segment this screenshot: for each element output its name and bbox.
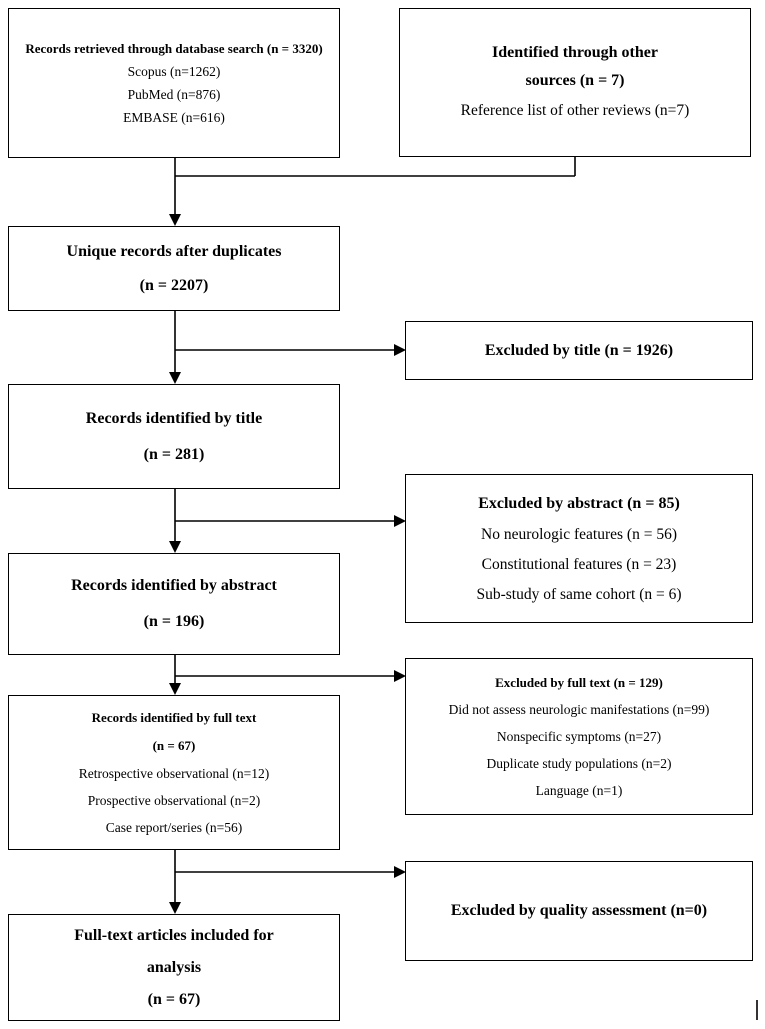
included-count: (n = 67) [147,990,201,1008]
identified-abstract-title: Records identified by abstract [71,577,277,594]
source-item-embase: EMBASE (n=616) [123,109,225,125]
unique-records-box: Unique records after duplicates (n = 220… [8,226,340,311]
source-item-scopus: Scopus (n=1262) [127,63,221,79]
excluded-quality-text: Excluded by quality assessment (n=0) [450,902,708,919]
arrowhead-to-excluded-quality [394,866,406,878]
identified-fulltext-title: Records identified by full text [91,710,257,725]
excluded-fulltext-item-2: Nonspecific symptoms (n=27) [496,729,662,744]
arrowhead-to-identified-title [169,372,181,384]
identified-fulltext-item-3: Case report/series (n=56) [105,820,243,835]
identified-fulltext-box: Records identified by full text (n = 67)… [8,695,340,850]
included-box: Full-text articles included for analysis… [8,914,340,1021]
unique-records-title: Unique records after duplicates [66,242,282,260]
identified-title-box: Records identified by title (n = 281) [8,384,340,489]
source-item-pubmed: PubMed (n=876) [127,86,221,102]
other-sources-item: Reference list of other reviews (n=7) [460,102,690,119]
included-title-line2: analysis [146,958,202,976]
excluded-abstract-item-2: Constitutional features (n = 23) [481,555,677,573]
excluded-title-text: Excluded by title (n = 1926) [484,341,674,359]
excluded-fulltext-box: Excluded by full text (n = 129) Did not … [405,658,753,815]
arrowhead-to-identified-abstract [169,541,181,553]
identified-fulltext-item-1: Retrospective observational (n=12) [78,766,270,781]
unique-records-count: (n = 2207) [139,276,209,294]
excluded-fulltext-title: Excluded by full text (n = 129) [495,675,663,690]
arrowhead-to-excluded-title [394,344,406,356]
included-title-line1: Full-text articles included for [74,926,274,944]
arrowhead-to-included [169,902,181,914]
other-sources-box: Identified through other sources (n = 7)… [399,8,751,157]
arrowhead-to-excluded-abstract [394,515,406,527]
excluded-abstract-box: Excluded by abstract (n = 85) No neurolo… [405,474,753,623]
records-retrieved-box: Records retrieved through database searc… [8,8,340,158]
excluded-fulltext-item-4: Language (n=1) [535,783,623,798]
identified-abstract-count: (n = 196) [143,613,205,630]
excluded-fulltext-item-3: Duplicate study populations (n=2) [486,756,672,771]
arrowhead-to-identified-fulltext [169,683,181,695]
identified-abstract-box: Records identified by abstract (n = 196) [8,553,340,655]
excluded-abstract-item-1: No neurologic features (n = 56) [481,525,677,543]
excluded-abstract-title: Excluded by abstract (n = 85) [478,494,680,512]
identified-fulltext-count: (n = 67) [152,738,196,753]
arrowhead-to-unique [169,214,181,226]
excluded-fulltext-item-1: Did not assess neurologic manifestations… [448,702,710,717]
identified-fulltext-item-2: Prospective observational (n=2) [87,793,261,808]
records-retrieved-title: Records retrieved through database searc… [25,40,323,56]
excluded-title-box: Excluded by title (n = 1926) [405,321,753,380]
other-sources-title-line2: sources (n = 7) [525,72,625,89]
excluded-abstract-item-3: Sub-study of same cohort (n = 6) [476,585,682,603]
identified-title-title: Records identified by title [85,409,263,427]
excluded-quality-box: Excluded by quality assessment (n=0) [405,861,753,961]
arrowhead-to-excluded-fulltext [394,670,406,682]
other-sources-title-line1: Identified through other [492,44,658,61]
identified-title-count: (n = 281) [143,445,205,463]
